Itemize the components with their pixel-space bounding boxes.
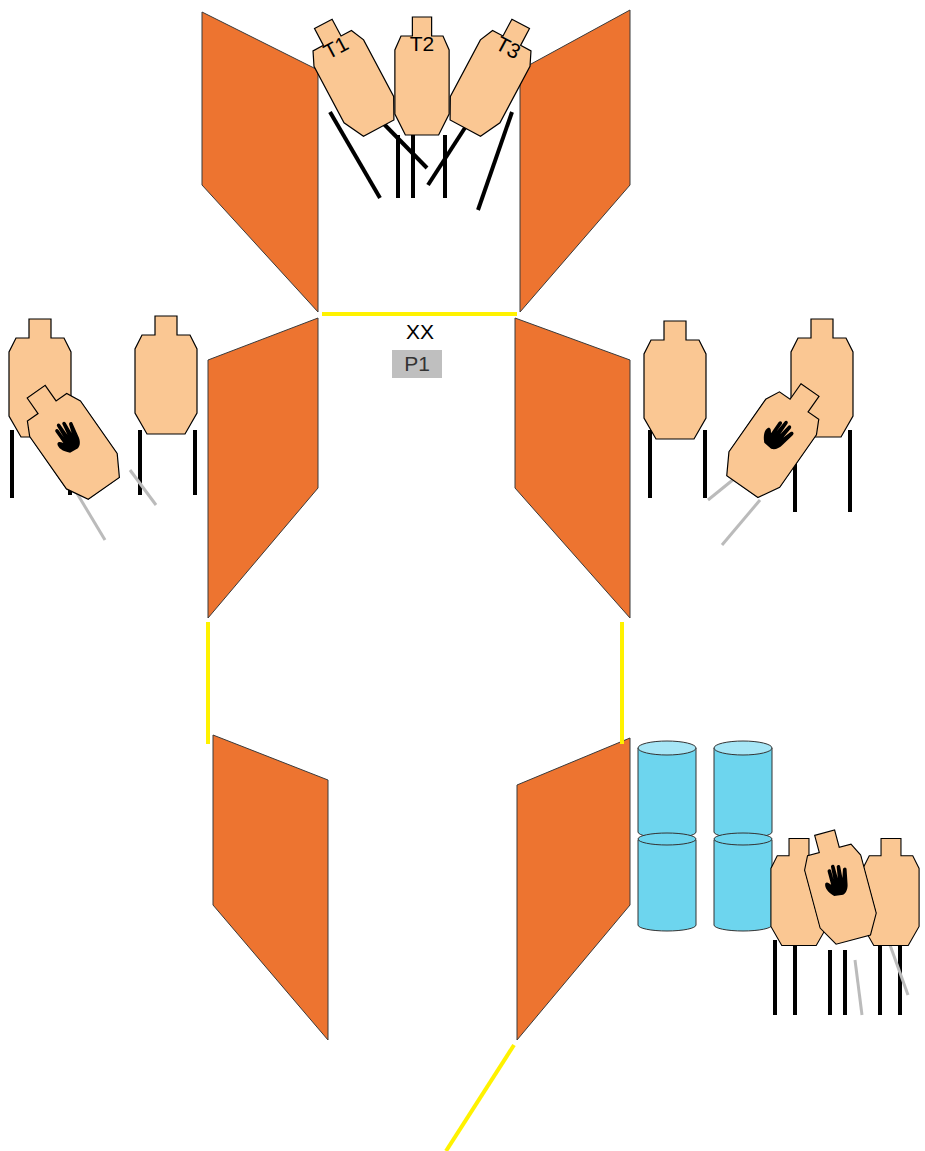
target-group-left — [9, 316, 197, 540]
target-outline — [439, 9, 547, 142]
target-group-right — [644, 319, 853, 545]
wall — [202, 10, 630, 1040]
target: T2 — [394, 16, 450, 136]
target-outline — [297, 9, 405, 142]
start-position-box: P1 — [392, 350, 442, 378]
fault-line — [208, 314, 622, 1151]
marker-label: XX — [406, 320, 434, 344]
barrel — [638, 741, 772, 931]
target-label: T2 — [394, 32, 450, 56]
target-group-bottom — [771, 825, 919, 1015]
target: T1 — [297, 9, 405, 142]
target: T3 — [439, 9, 547, 142]
position-label: P1 — [404, 352, 430, 376]
